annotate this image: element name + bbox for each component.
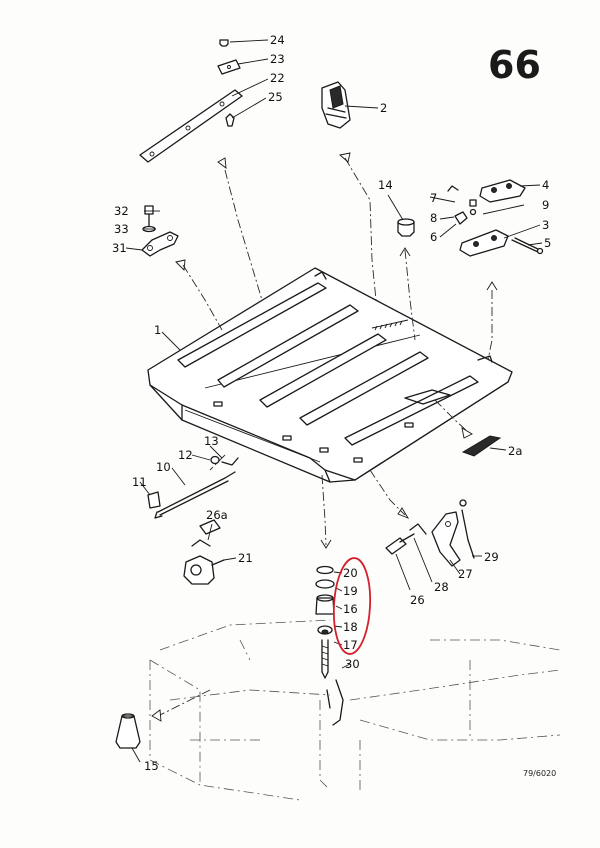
callout-25: 25 [268,90,283,104]
vehicle-body-outline [149,619,561,801]
callout-labels: 24 23 22 25 2 14 7 8 6 4 9 3 5 32 33 31 … [112,33,551,773]
callout-9: 9 [542,198,549,212]
callout-17: 17 [343,638,358,652]
callout-29: 29 [484,550,499,564]
callout-15: 15 [144,759,159,773]
callout-19: 19 [343,584,358,598]
assembly-paths [151,152,498,722]
callout-31: 31 [112,241,127,255]
callout-26a: 26a [206,508,228,522]
callout-24: 24 [270,33,285,47]
callout-11: 11 [132,475,147,489]
safety-catch [385,499,475,567]
striker-stack [315,565,344,726]
callout-3: 3 [542,218,549,232]
bonnet-latch [183,519,225,585]
callout-32: 32 [114,204,129,218]
drawing-reference: 79/6020 [523,769,556,778]
callout-28: 28 [434,580,449,594]
prop-rod [147,455,239,519]
callout-21: 21 [238,551,253,565]
callout-27: 27 [458,567,473,581]
rubber-buffer [115,713,141,749]
bonnet-panel [147,267,513,483]
callout-13: 13 [204,434,219,448]
seal-strip [461,435,502,457]
left-bracket-assembly [141,205,179,257]
leader-lines [125,39,543,763]
callout-7: 7 [430,191,437,205]
callout-5: 5 [544,236,551,250]
callout-20: 20 [343,566,358,580]
callout-33: 33 [114,222,129,236]
callout-16: 16 [343,602,358,616]
callout-2: 2 [380,101,387,115]
callout-23: 23 [270,52,285,66]
callout-10: 10 [156,460,171,474]
callout-18: 18 [343,620,358,634]
callout-2a: 2a [508,444,522,458]
callout-12: 12 [178,448,193,462]
hinge-assembly [447,179,544,257]
callout-14: 14 [378,178,393,192]
callout-22: 22 [270,71,285,85]
callout-4: 4 [542,178,549,192]
callout-8: 8 [430,211,437,225]
page-number: 66 [488,43,541,87]
strap-assembly [139,39,243,163]
callout-1: 1 [154,323,161,337]
hinge-cover [321,81,351,129]
callout-6: 6 [430,230,437,244]
callout-26: 26 [410,593,425,607]
grommet [397,218,415,237]
highlight-circle [332,557,372,655]
callout-30: 30 [345,657,360,671]
